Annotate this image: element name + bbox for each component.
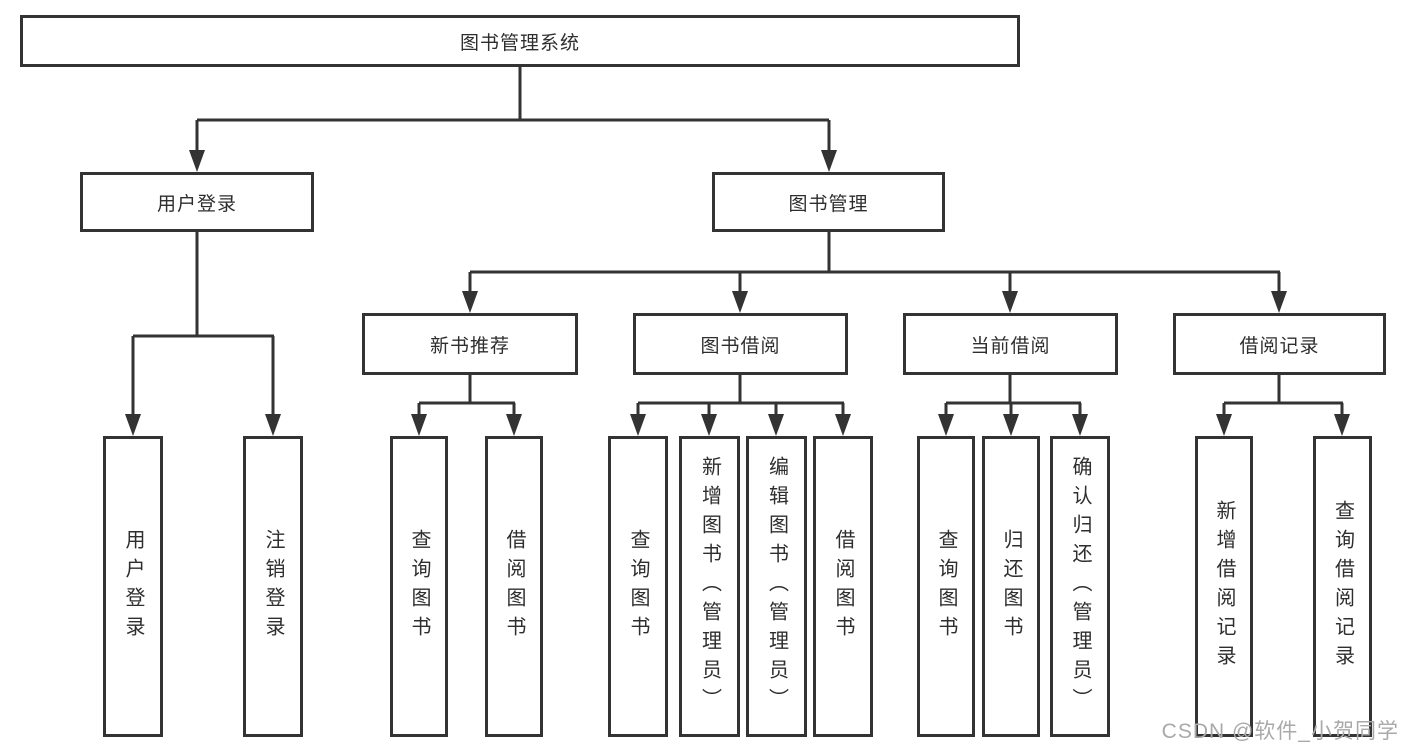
leaf-recommend-borrow-books-label: 借阅图书 [503, 528, 525, 645]
leaf-borrowing-borrow-books: 借阅图书 [813, 436, 873, 737]
leaf-user-login-label: 用户登录 [122, 528, 144, 645]
node-book-management-module: 图书管理 [712, 172, 945, 232]
node-borrowing-records-label: 借阅记录 [1239, 335, 1320, 357]
node-book-borrowing: 图书借阅 [633, 313, 848, 375]
leaf-borrowing-query-books: 查询图书 [608, 436, 668, 737]
leaf-query-borrow-record: 查询借阅记录 [1313, 436, 1372, 737]
leaf-return-books-label: 归还图书 [1000, 528, 1022, 645]
node-current-borrowing: 当前借阅 [903, 313, 1118, 375]
leaf-logout: 注销登录 [243, 436, 303, 737]
leaf-add-books-admin-label: 新增图书（管理员） [698, 456, 721, 717]
leaf-recommend-query-books: 查询图书 [390, 436, 448, 737]
node-root-system: 图书管理系统 [20, 15, 1020, 67]
leaf-current-query-books-label: 查询图书 [935, 528, 957, 645]
leaf-user-login: 用户登录 [103, 436, 163, 737]
leaf-add-borrow-record-label: 新增借阅记录 [1213, 499, 1235, 674]
leaf-return-books: 归还图书 [982, 436, 1040, 737]
leaf-recommend-borrow-books: 借阅图书 [485, 436, 543, 737]
leaf-recommend-query-books-label: 查询图书 [408, 528, 430, 645]
leaf-confirm-return-admin-label: 确认归还（管理员） [1069, 456, 1091, 717]
leaf-current-query-books: 查询图书 [917, 436, 975, 737]
tree-edges [131, 67, 1344, 416]
leaf-add-books-admin: 新增图书（管理员） [679, 436, 740, 737]
node-user-login-module: 用户登录 [80, 172, 314, 232]
leaf-add-borrow-record: 新增借阅记录 [1195, 436, 1253, 737]
node-book-borrowing-label: 图书借阅 [700, 335, 781, 357]
leaf-edit-books-admin: 编辑图书（管理员） [746, 436, 807, 737]
node-current-borrowing-label: 当前借阅 [970, 335, 1051, 357]
node-root-system-label: 图书管理系统 [459, 32, 580, 54]
leaf-borrowing-query-books-label: 查询图书 [627, 528, 649, 645]
node-book-management-module-label: 图书管理 [788, 193, 869, 215]
node-new-book-recommend: 新书推荐 [362, 313, 578, 375]
node-borrowing-records: 借阅记录 [1173, 313, 1386, 375]
node-new-book-recommend-label: 新书推荐 [429, 335, 510, 357]
leaf-confirm-return-admin: 确认归还（管理员） [1050, 436, 1110, 737]
leaf-borrowing-borrow-books-label: 借阅图书 [832, 528, 854, 645]
arrowheads [125, 150, 1350, 436]
leaf-edit-books-admin-label: 编辑图书（管理员） [765, 456, 788, 717]
leaf-query-borrow-record-label: 查询借阅记录 [1331, 499, 1354, 674]
node-user-login-module-label: 用户登录 [156, 193, 237, 215]
leaf-logout-label: 注销登录 [262, 528, 284, 645]
